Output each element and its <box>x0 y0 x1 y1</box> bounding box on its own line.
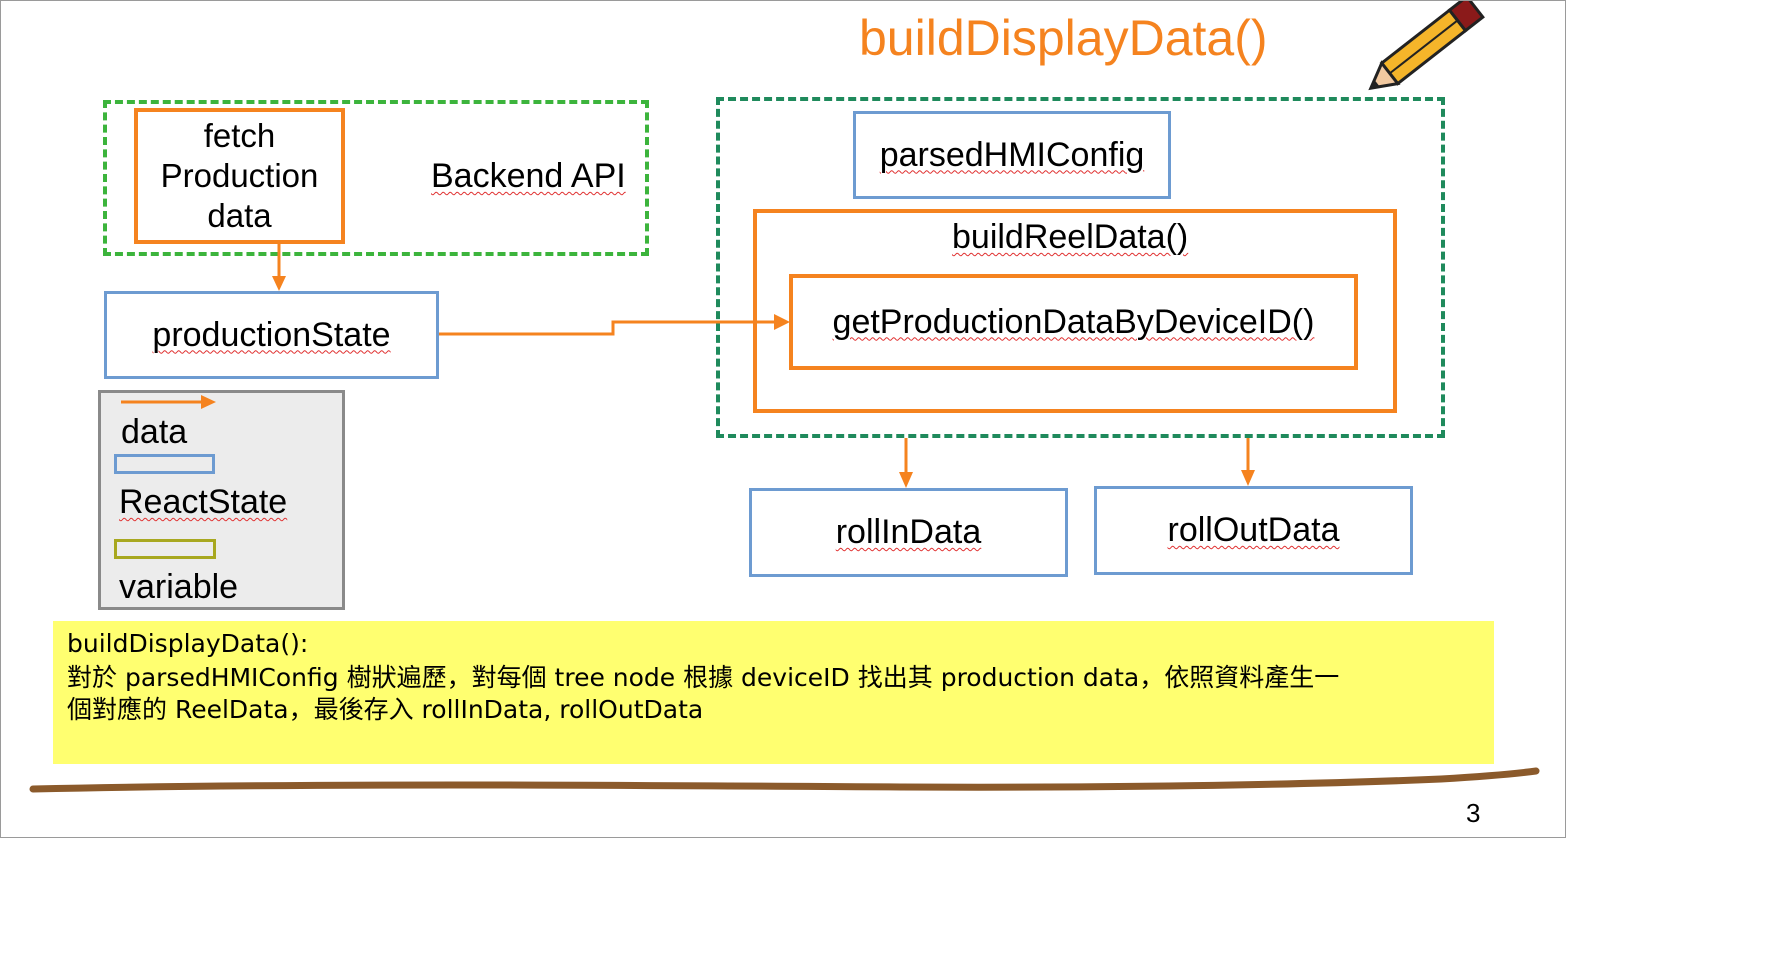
fetch-to-state-arrow <box>272 244 286 291</box>
production-state-label: productionState <box>152 315 391 354</box>
roll-out-data-box: rollOutData <box>1094 486 1413 575</box>
legend-data-label: data <box>121 413 188 451</box>
fetch-production-data-box: fetch Production data <box>134 108 345 244</box>
group-to-rollout-arrow <box>1241 438 1255 486</box>
roll-in-data-box: rollInData <box>749 488 1068 577</box>
build-reel-data-label: buildReelData() <box>952 218 1189 256</box>
legend-variable-swatch <box>114 539 216 559</box>
legend <box>98 390 345 610</box>
parsed-hmi-config-label: parsedHMIConfig <box>879 135 1145 174</box>
note-line-1: buildDisplayData(): <box>67 629 309 658</box>
legend-react-state-label: ReactState <box>119 483 288 521</box>
get-production-data-label: getProductionDataByDeviceID() <box>832 302 1315 341</box>
backend-api-group <box>103 100 649 256</box>
legend-variable-label: variable <box>119 568 239 606</box>
parsed-hmi-config-box: parsedHMIConfig <box>853 111 1171 199</box>
page-number: 3 <box>1466 798 1481 828</box>
description-note <box>53 621 1494 764</box>
fetch-production-data-label: fetch Production data <box>160 117 319 234</box>
legend-react-state-swatch <box>114 454 215 474</box>
state-to-getproduction-arrow <box>439 314 790 336</box>
group-to-rollin-arrow <box>899 438 913 488</box>
slide: buildDisplayData() fetch Production data… <box>0 0 1566 838</box>
build-display-data-group <box>716 97 1445 438</box>
slide-title: buildDisplayData() <box>859 10 1268 66</box>
divider-stroke <box>29 767 1540 793</box>
legend-data-arrow-icon <box>121 395 216 409</box>
backend-api-label: Backend API <box>431 157 626 195</box>
note-line-2: 對於 parsedHMIConfig 樹狀遍歷，對每個 tree node 根據… <box>67 663 1340 692</box>
get-production-data-box: getProductionDataByDeviceID() <box>789 274 1358 370</box>
roll-in-data-label: rollInData <box>835 513 982 551</box>
production-state-box: productionState <box>104 291 439 379</box>
pencil-icon <box>1368 1 1485 91</box>
note-line-3: 個對應的 ReelData，最後存入 rollInData, rollOutDa… <box>67 695 704 724</box>
roll-out-data-label: rollOutData <box>1167 511 1340 549</box>
connectors <box>272 244 1255 488</box>
